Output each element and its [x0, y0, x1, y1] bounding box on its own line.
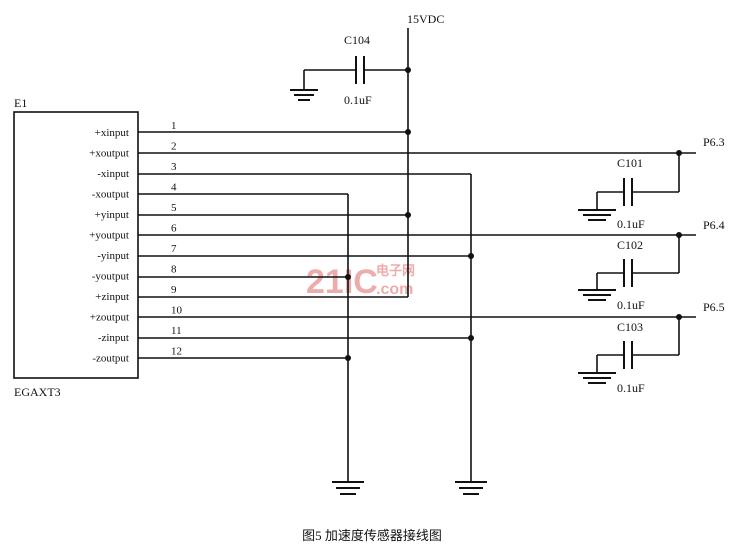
pin-number: 8	[171, 264, 177, 276]
component-part: EGAXT3	[14, 385, 61, 399]
port-p65-label: P6.5	[703, 300, 725, 314]
pin-number: 4	[171, 182, 177, 194]
port-p65-filter	[578, 314, 696, 384]
component-ref: E1	[14, 96, 27, 110]
pin-number: 2	[171, 141, 177, 153]
pin-name: +zoutput	[90, 312, 129, 324]
pin-number: 10	[171, 305, 183, 317]
pin-number: 11	[171, 325, 182, 337]
capacitor-c104	[290, 56, 408, 101]
watermark-main: 21IC	[306, 263, 378, 301]
port-p63-label: P6.3	[703, 135, 725, 149]
pin-labels: +xinput 1 +xoutput 2 -xinput 3 -xoutput 4 +yinpu…	[89, 120, 182, 365]
c101-ref: C101	[617, 156, 643, 170]
pin-name: -xoutput	[92, 189, 129, 201]
figure-caption: 图5 加速度传感器接线图	[302, 528, 442, 543]
pin-number: 9	[171, 284, 177, 296]
pin-name: -xinput	[97, 168, 129, 180]
watermark-cn: 电子网	[376, 263, 415, 278]
pin-name: -zoutput	[92, 353, 129, 365]
watermark-com: .com	[376, 281, 413, 298]
pin-number: 1	[171, 120, 177, 132]
pin-name: +zinput	[95, 291, 129, 303]
c103-ref: C103	[617, 320, 643, 334]
pin-number: 6	[171, 223, 177, 235]
ground-bus-b	[455, 174, 487, 495]
supply-label: 15VDC	[407, 12, 444, 26]
pin-name: +yinput	[95, 209, 129, 221]
c102-value: 0.1uF	[617, 298, 645, 312]
port-p64-filter	[578, 232, 696, 301]
c103-value: 0.1uF	[617, 381, 645, 395]
pin-name: -zinput	[98, 332, 129, 344]
pin-number: 12	[171, 346, 182, 358]
ground-bus-a	[332, 194, 364, 495]
pin-number: 3	[171, 161, 177, 173]
pin-name: +youtput	[89, 230, 129, 242]
pin-name: +xoutput	[89, 148, 129, 160]
pin-name: +xinput	[95, 127, 129, 139]
port-p64-label: P6.4	[703, 218, 725, 232]
pin-name: -youtput	[92, 271, 129, 283]
watermark: 21IC 电子网 .com	[306, 263, 415, 301]
c104-value: 0.1uF	[344, 93, 372, 107]
c102-ref: C102	[617, 238, 643, 252]
component-body	[13, 111, 139, 379]
c104-ref: C104	[344, 33, 370, 47]
port-p63-filter	[578, 150, 696, 221]
pin-number: 5	[171, 202, 177, 214]
c101-value: 0.1uF	[617, 217, 645, 231]
pin-name: -yinput	[97, 250, 129, 262]
pin-number: 7	[171, 243, 177, 255]
